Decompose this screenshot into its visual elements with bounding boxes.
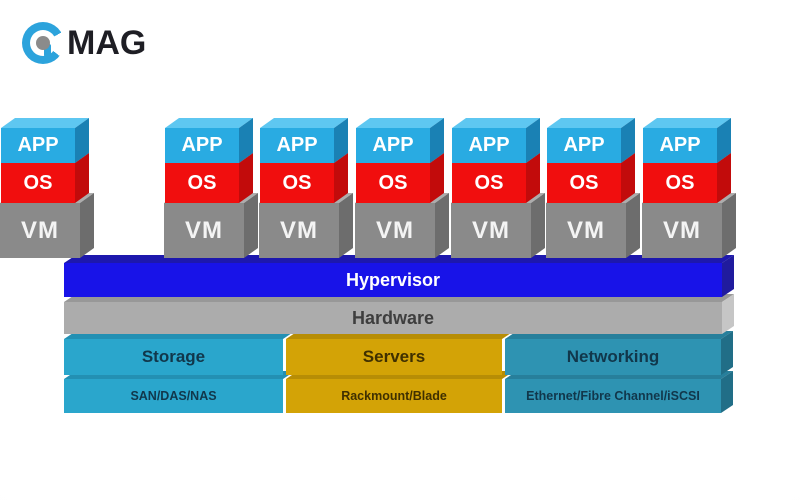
storage-sub-label: SAN/DAS/NAS xyxy=(130,389,217,403)
os-label: OS xyxy=(569,171,599,194)
app-box: APP xyxy=(547,128,621,163)
vm-label: VM xyxy=(376,216,414,244)
app-box: APP xyxy=(452,128,526,163)
vm-label: VM xyxy=(185,216,223,244)
servers-section: Servers xyxy=(286,339,502,375)
vm-label: VM xyxy=(472,216,510,244)
vm-stack-column: APP OS VM xyxy=(164,117,264,258)
app-box: APP xyxy=(1,128,75,163)
logo-stem-icon xyxy=(44,44,51,57)
vm-box: VM xyxy=(0,203,80,258)
vm-label: VM xyxy=(567,216,605,244)
vm-label: VM xyxy=(280,216,318,244)
app-label: APP xyxy=(563,134,605,156)
vm-label: VM xyxy=(663,216,701,244)
os-label: OS xyxy=(282,171,312,194)
servers-label: Servers xyxy=(362,347,426,366)
servers-sub-section: Rackmount/Blade xyxy=(286,379,502,413)
app-label: APP xyxy=(468,134,510,156)
vm-box: VM xyxy=(451,203,531,258)
storage-sub-section: SAN/DAS/NAS xyxy=(64,379,283,413)
vm-stack-column: APP OS VM xyxy=(546,117,646,258)
app-label: APP xyxy=(181,134,223,156)
hypervisor-label: Hypervisor xyxy=(345,269,441,290)
app-box: APP xyxy=(260,128,334,163)
os-box: OS xyxy=(1,163,75,203)
os-label: OS xyxy=(665,171,695,194)
vm-box: VM xyxy=(355,203,435,258)
vm-box: VM xyxy=(642,203,722,258)
app-box: APP xyxy=(165,128,239,163)
os-label: OS xyxy=(378,171,408,194)
vm-label: VM xyxy=(21,216,59,244)
app-label: APP xyxy=(659,134,701,156)
storage-section: Storage xyxy=(64,339,283,375)
os-label: OS xyxy=(23,171,53,194)
os-box: OS xyxy=(643,163,717,203)
app-label: APP xyxy=(372,134,414,156)
networking-sub-label: Ethernet/Fibre Channel/iSCSI xyxy=(526,389,700,403)
logo-dot-icon xyxy=(36,36,50,50)
app-box: APP xyxy=(356,128,430,163)
app-box: APP xyxy=(643,128,717,163)
vm-box: VM xyxy=(546,203,626,258)
hypervisor-bar: Hypervisor xyxy=(64,263,722,297)
hardware-label: Hardware xyxy=(351,307,435,328)
os-box: OS xyxy=(452,163,526,203)
networking-section: Networking xyxy=(505,339,721,375)
brand-logo-icon xyxy=(22,22,64,64)
brand-logo-text: MAG xyxy=(67,24,147,62)
os-label: OS xyxy=(474,171,504,194)
brand-logo: MAG xyxy=(22,22,146,64)
vm-stack-column: APP OS VM xyxy=(259,117,359,258)
storage-label: Storage xyxy=(141,347,206,366)
vm-stack-column: APP OS VM xyxy=(355,117,455,258)
vm-stack-column: APP OS VM xyxy=(451,117,551,258)
os-box: OS xyxy=(165,163,239,203)
os-box: OS xyxy=(356,163,430,203)
networking-sub-section: Ethernet/Fibre Channel/iSCSI xyxy=(505,379,721,413)
servers-sub-label: Rackmount/Blade xyxy=(341,389,447,403)
vm-stack-column: APP OS VM xyxy=(642,117,742,258)
networking-label: Networking xyxy=(566,347,660,366)
vm-stack-column: APP OS VM xyxy=(0,117,100,258)
vm-box: VM xyxy=(259,203,339,258)
os-label: OS xyxy=(187,171,217,194)
os-box: OS xyxy=(260,163,334,203)
os-box: OS xyxy=(547,163,621,203)
vm-box: VM xyxy=(164,203,244,258)
hardware-bar: Hardware xyxy=(64,302,722,334)
app-label: APP xyxy=(17,134,59,156)
app-label: APP xyxy=(276,134,318,156)
